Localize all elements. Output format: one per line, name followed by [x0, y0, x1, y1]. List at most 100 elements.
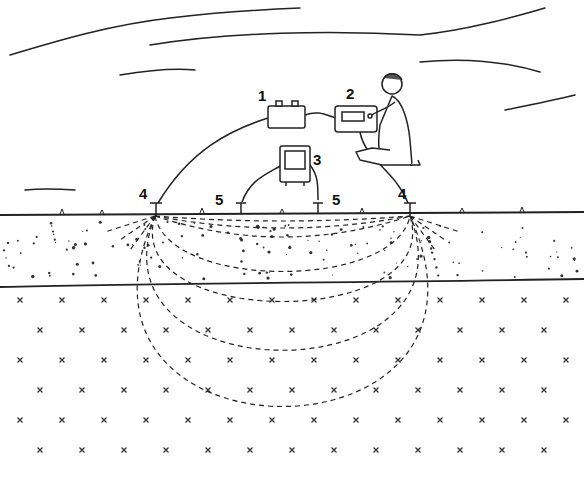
- hill-line: [10, 8, 300, 55]
- hill-line: [420, 60, 540, 72]
- soil-dot: [548, 268, 550, 270]
- rock-cross: [312, 418, 317, 423]
- wire: [242, 165, 282, 202]
- current-electrode: [404, 203, 416, 216]
- soil-dot: [525, 252, 527, 254]
- callout-number: 3: [313, 152, 321, 167]
- soil-dot: [526, 256, 528, 258]
- ground-surface: [0, 212, 584, 215]
- rock-cross: [206, 448, 211, 453]
- soil-dot: [201, 234, 204, 237]
- wire: [158, 118, 268, 203]
- rock-cross: [354, 418, 359, 423]
- soil-dot: [194, 223, 195, 224]
- soil-dot: [416, 258, 418, 260]
- soil-dot: [86, 230, 88, 232]
- rock-cross: [18, 418, 23, 423]
- soil-dot: [362, 226, 364, 228]
- soil-dot: [66, 249, 68, 251]
- soil-dot: [407, 266, 408, 267]
- soil-dot: [396, 262, 397, 263]
- soil-dot: [515, 241, 517, 243]
- soil-dot: [137, 264, 139, 266]
- soil-dot: [267, 250, 270, 253]
- soil-dot: [366, 243, 368, 245]
- rock-cross: [186, 358, 191, 363]
- rock-cross: [522, 418, 527, 423]
- rock-cross: [438, 358, 443, 363]
- rock-cross: [374, 328, 379, 333]
- rock-cross: [458, 328, 463, 333]
- soil-dot: [95, 274, 98, 277]
- soil-dot: [290, 273, 293, 276]
- rock-cross: [164, 388, 169, 393]
- soil-dot: [389, 276, 392, 279]
- soil-dot: [3, 249, 5, 251]
- soil-dot: [51, 225, 53, 227]
- soil-dot: [501, 247, 502, 248]
- soil-dot: [196, 253, 198, 255]
- rock-cross: [396, 298, 401, 303]
- rock-cross: [248, 388, 253, 393]
- soil-dot: [379, 229, 381, 231]
- soil-dot: [550, 256, 552, 258]
- soil-dot: [82, 231, 83, 232]
- soil-dot: [453, 261, 455, 263]
- rock-cross: [186, 418, 191, 423]
- rock-cross: [332, 448, 337, 453]
- soil-dot: [382, 225, 384, 227]
- soil-dot: [31, 275, 34, 278]
- rock-cross: [416, 448, 421, 453]
- soil-dot: [269, 230, 271, 232]
- soil-dot: [99, 221, 102, 224]
- rock-cross: [186, 298, 191, 303]
- soil-dot: [150, 257, 152, 259]
- soil-dot: [242, 250, 245, 253]
- soil-dot: [456, 274, 458, 276]
- soil-dot: [557, 256, 559, 258]
- rock-cross: [228, 418, 233, 423]
- rock-cross: [122, 448, 127, 453]
- soil-dot: [263, 247, 265, 249]
- rock-cross: [374, 448, 379, 453]
- soil-dot: [514, 276, 516, 278]
- rock-cross: [144, 418, 149, 423]
- rock-cross: [122, 328, 127, 333]
- rock-cross: [38, 448, 43, 453]
- potential-electrode: [236, 203, 246, 214]
- rock-cross: [564, 418, 569, 423]
- soil-dot: [390, 238, 392, 240]
- rock-cross: [164, 328, 169, 333]
- rock-cross: [332, 328, 337, 333]
- soil-dot: [74, 243, 77, 246]
- soil-dot: [48, 272, 50, 274]
- rock-cross: [228, 358, 233, 363]
- hill-line: [150, 8, 545, 45]
- soil-dot: [576, 270, 579, 273]
- current-electrode: [150, 203, 162, 216]
- soil-dot: [286, 254, 287, 255]
- callout-number: 4: [139, 186, 147, 201]
- rock-cross: [80, 448, 85, 453]
- rock-cross: [60, 358, 65, 363]
- soil-dot: [289, 247, 291, 249]
- soil-dot: [256, 243, 258, 245]
- soil-dot: [284, 225, 286, 227]
- rock-cross: [102, 358, 107, 363]
- soil-dot: [340, 228, 343, 231]
- soil-dot: [571, 247, 573, 249]
- potential-electrode: [313, 203, 323, 214]
- rock-cross: [458, 388, 463, 393]
- rock-cross: [80, 328, 85, 333]
- soil-dot: [50, 222, 52, 224]
- soil-dot: [166, 221, 168, 223]
- soil-dot: [72, 273, 75, 276]
- electrodes: [150, 203, 416, 216]
- soil-dot: [431, 251, 433, 253]
- rock-cross: [102, 298, 107, 303]
- soil-dot: [520, 237, 521, 238]
- rock-cross: [80, 388, 85, 393]
- soil-dot: [13, 267, 15, 269]
